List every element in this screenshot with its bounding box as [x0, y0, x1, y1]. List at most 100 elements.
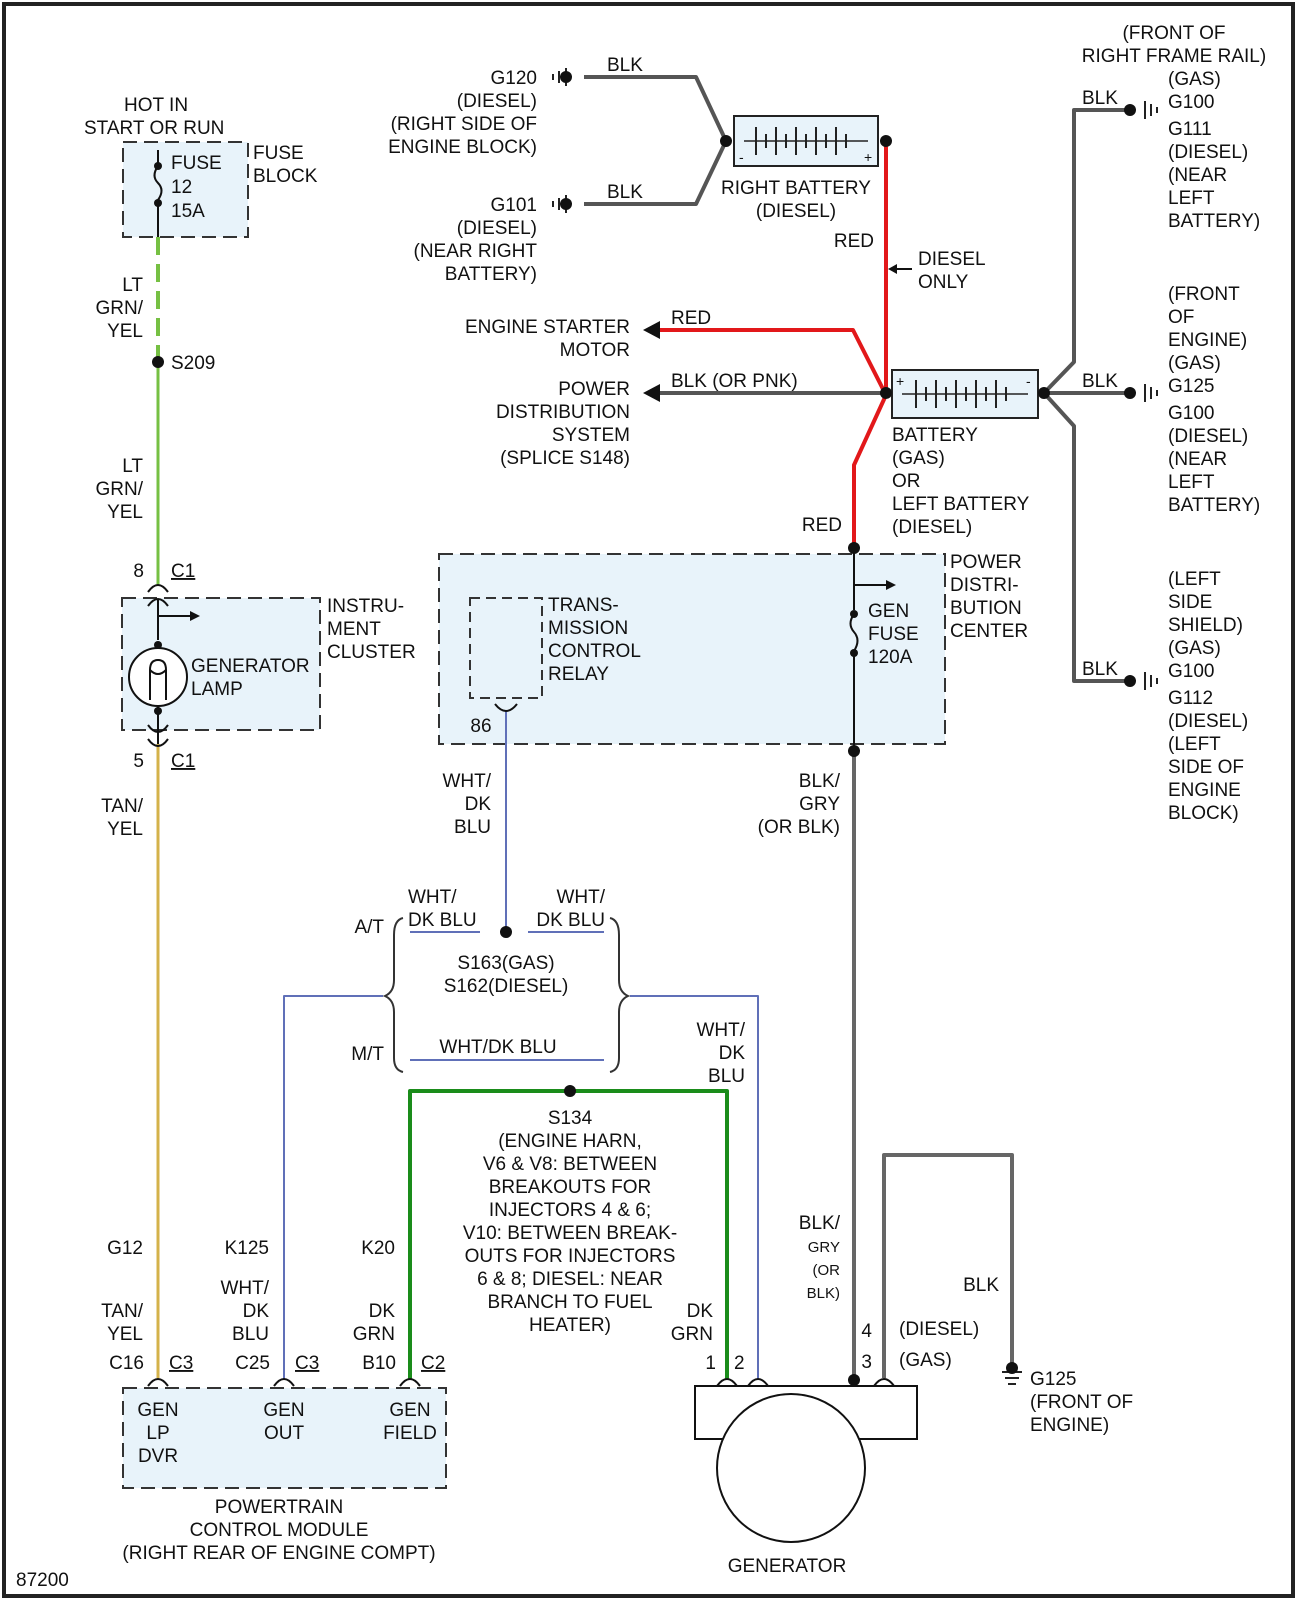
- pcm-k20-circuit: K20: [361, 1238, 395, 1259]
- gen-fuse-label-1: GEN: [868, 601, 909, 622]
- lamp-node-top: [154, 641, 162, 649]
- relay-title-2: MISSION: [548, 618, 628, 639]
- s163-right-wire-2: DK BLU: [536, 910, 605, 931]
- generator-lamp-label-1: GENERATOR: [191, 656, 310, 677]
- wire-blkgry-top-1: BLK/: [799, 771, 841, 792]
- ground-mid-label-1: (FRONT: [1168, 284, 1240, 305]
- g120-label-1: G120: [491, 68, 537, 89]
- s163-label-2: S162(DIESEL): [444, 976, 569, 997]
- g101-label-2: (DIESEL): [457, 218, 537, 239]
- pdc-output-terminal: [848, 745, 860, 757]
- s163-right-wire-1: WHT/: [556, 887, 605, 908]
- generator-blkgry-4: BLK): [807, 1285, 840, 1302]
- generator-blkgry-1: BLK/: [799, 1213, 841, 1234]
- fuse-12-node-top: [154, 162, 162, 170]
- ground-low-label-7: (DIESEL): [1168, 711, 1248, 732]
- ground-mid-label-5: G125: [1168, 376, 1214, 397]
- fuse-block-box: [122, 141, 249, 238]
- wire-ltgrn-top-2: GRN/: [96, 298, 144, 319]
- generator-pin2-connector: [747, 1378, 769, 1387]
- fuse-block-title-1: FUSE: [253, 143, 304, 164]
- pcm-k125-connector-label: C3: [295, 1353, 319, 1374]
- s163-left-wire-2: DK BLU: [408, 910, 477, 931]
- pds-wire-label: BLK (OR PNK): [671, 371, 798, 392]
- right-battery-plus: +: [864, 149, 872, 165]
- g120-wire-label: BLK: [607, 55, 643, 76]
- g125-label-1: G125: [1030, 1369, 1076, 1390]
- pcm-c25-connector: [273, 1378, 295, 1387]
- cluster-c1-bottom: C1: [171, 751, 195, 772]
- ground-mid-label-9: LEFT: [1168, 472, 1215, 493]
- cluster-pin-8: 8: [133, 561, 144, 582]
- wire-relay-2: DK: [465, 794, 492, 815]
- figure-id: 87200: [16, 1570, 69, 1591]
- pcm-k20-wire-2: GRN: [353, 1324, 395, 1345]
- wire-relay-3: BLU: [454, 817, 491, 838]
- wire-red-pdc: [852, 394, 888, 548]
- g120-label-4: ENGINE BLOCK): [388, 137, 537, 158]
- wire-gen-blu-3: BLU: [708, 1066, 745, 1087]
- lamp-node-bottom: [154, 707, 162, 715]
- generator-label: GENERATOR: [728, 1556, 847, 1577]
- wire-gen-blu-1: WHT/: [696, 1020, 745, 1041]
- generator-pin2-label: 2: [734, 1353, 745, 1374]
- cluster-c1-pin8-connector: [147, 584, 169, 593]
- left-battery-symbol: [891, 369, 1039, 419]
- generator-pin4-label: 4: [861, 1321, 872, 1342]
- s163-label-1: S163(GAS): [457, 953, 554, 974]
- pcm-label-2: CONTROL MODULE: [190, 1520, 369, 1541]
- pdc-title-3: BUTION: [950, 598, 1022, 619]
- g101-wire-label: BLK: [607, 182, 643, 203]
- hot-in-label: HOT IN: [124, 95, 188, 116]
- pcm-g12-pin: C16: [109, 1353, 144, 1374]
- pcm-label-3: (RIGHT REAR OF ENGINE COMPT): [122, 1543, 435, 1564]
- fuse-12-label-1: FUSE: [171, 153, 222, 174]
- s134-label-5: INJECTORS 4 & 6;: [489, 1200, 651, 1221]
- pcm-k125-wire-3: BLU: [232, 1324, 269, 1345]
- pds-label-2: DISTRIBUTION: [496, 402, 630, 423]
- ground-low-label-2: SIDE: [1168, 592, 1212, 613]
- ground-icon-g125-mid: [1144, 384, 1158, 402]
- pds-label-1: POWER: [558, 379, 630, 400]
- relay-title-3: CONTROL: [548, 641, 641, 662]
- s134-label-7: OUTS FOR INJECTORS: [465, 1246, 676, 1267]
- ground-low-label-9: SIDE OF: [1168, 757, 1244, 778]
- g120-label-3: (RIGHT SIDE OF: [391, 114, 537, 135]
- g101-label-3: (NEAR RIGHT: [414, 241, 538, 262]
- ground-top-label-6: LEFT: [1168, 188, 1215, 209]
- wire-tanyel-top-1: TAN/: [101, 796, 144, 817]
- battery-label-4: LEFT BATTERY: [892, 494, 1030, 515]
- wire-ltgrn-bottom-1: LT: [122, 456, 143, 477]
- starter-wire-label: RED: [671, 308, 711, 329]
- generator-pin1-connector: [716, 1378, 738, 1387]
- pdc-title-4: CENTER: [950, 621, 1028, 642]
- ground-icon-g100-top: [1144, 101, 1158, 119]
- pcm-k125-wire-2: DK: [243, 1301, 270, 1322]
- wire-ltgrn-bottom-3: YEL: [107, 502, 143, 523]
- battery-label-3: OR: [892, 471, 921, 492]
- ground-mid-label-7: (DIESEL): [1168, 426, 1248, 447]
- diesel-only-arrow-icon: [888, 264, 912, 274]
- fuse-12-label-2: 12: [171, 177, 192, 198]
- pdc-internal-arrow-icon: [854, 580, 896, 590]
- s134-label-2: (ENGINE HARN,: [498, 1131, 642, 1152]
- generator-lamp-label-2: LAMP: [191, 679, 243, 700]
- cluster-c1-pin8-connector-inner: [147, 598, 169, 607]
- pcm-gen-lp-2: LP: [146, 1423, 169, 1444]
- ground-top-label-2: G100: [1168, 92, 1214, 113]
- wire-blk-g125: [882, 1153, 1014, 1378]
- ground-low-label-11: BLOCK): [1168, 803, 1239, 824]
- right-battery-negative-terminal: [720, 135, 732, 147]
- cluster-title-2: MENT: [327, 619, 381, 640]
- start-or-run-label: START OR RUN: [84, 118, 224, 139]
- pcm-g12-circuit: G12: [107, 1238, 143, 1259]
- s134-label-3: V6 & V8: BETWEEN: [483, 1154, 657, 1175]
- battery-label-5: (DIESEL): [892, 517, 972, 538]
- splice-s209: [152, 356, 164, 368]
- diesel-only-1: DIESEL: [918, 249, 986, 270]
- generator-symbol: [716, 1393, 866, 1543]
- relay-pin-86-connector: [494, 703, 518, 712]
- gen-fuse-node-top: [850, 610, 858, 618]
- transmission-control-relay-box: [469, 597, 543, 699]
- fuse-12-node-bottom: [154, 199, 162, 207]
